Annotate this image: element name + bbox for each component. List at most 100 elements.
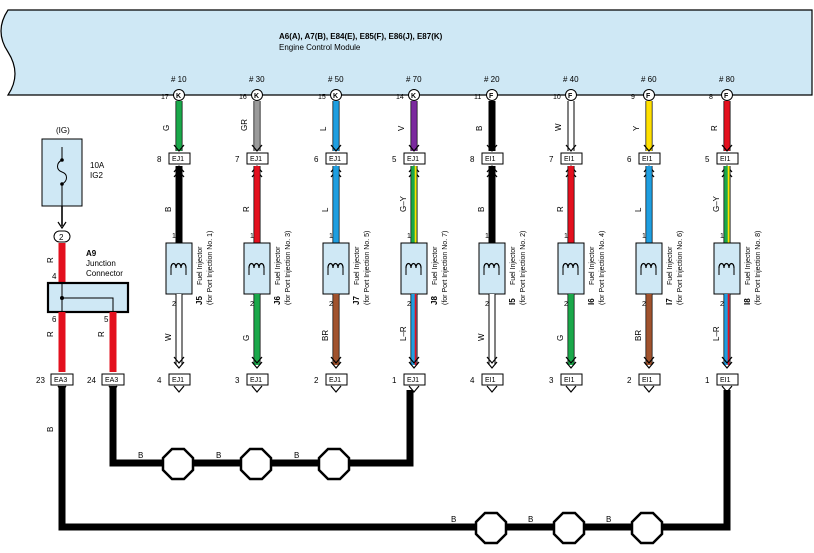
ea3-connector-label: EA3 — [105, 377, 118, 384]
injector-id: I8 — [743, 298, 752, 305]
harness-connector-label: EJ1 — [329, 156, 341, 163]
fuse-amp-label: 10A — [90, 161, 105, 170]
chevron-down-icon — [486, 356, 498, 364]
injector-id: I5 — [508, 298, 517, 305]
chevron-down-icon — [173, 356, 185, 364]
ea3-connector-box — [101, 373, 125, 386]
injector-return-wire-color: L–R — [712, 326, 721, 341]
ecm-pin-number: 15 — [318, 94, 326, 101]
injector-pin-number: 2 — [485, 301, 489, 308]
injector-description: (for Port Injection No. 4) — [599, 231, 606, 305]
chevron-down-icon — [643, 385, 655, 393]
harness-connector-label: EJ1 — [407, 377, 419, 384]
injector-pin-number: 1 — [485, 233, 489, 240]
connector-pin-number: 6 — [627, 155, 632, 164]
harness-connector-box — [246, 152, 269, 165]
connector-pin-number: 5 — [392, 155, 397, 164]
ecm-pin-number: 11 — [474, 94, 481, 101]
injector-return-wire-color: BR — [634, 330, 643, 341]
junction-pin4-number: 4 — [52, 272, 57, 281]
harness-connector-label: EI1 — [564, 156, 575, 163]
fuel-injector-body — [243, 242, 271, 295]
junction-id: A9 — [86, 249, 97, 258]
harness-connector-box — [403, 152, 426, 165]
injector-supply-wire-color: L — [321, 207, 330, 212]
junction-bus-node-icon — [60, 296, 64, 300]
injector-id: I7 — [665, 298, 674, 305]
injector-name: Fuel Injector — [197, 246, 204, 285]
injector-supply-wire-color: G–Y — [399, 195, 408, 212]
ecm-pin-number: 16 — [239, 94, 247, 101]
injector-supply-wire-color: R — [556, 206, 565, 212]
injector-supply-wire-color: G–Y — [712, 195, 721, 212]
ea3-connector-box — [50, 373, 74, 386]
injector-circuit-code: # 10 — [171, 75, 187, 84]
harness-connector-box — [403, 373, 426, 386]
injector-coil-icon — [170, 262, 187, 269]
injector-circuit-code: # 70 — [406, 75, 422, 84]
connector-pin-number: 4 — [157, 376, 162, 385]
chevron-down-icon — [643, 144, 655, 152]
ecm-connector-circle-icon — [486, 89, 498, 101]
injector-name: Fuel Injector — [354, 246, 361, 285]
ecm-pin-number: 9 — [631, 94, 635, 101]
ground-wire-color: B — [451, 515, 456, 524]
chevron-down-icon — [251, 356, 263, 364]
connector-pin-number: 3 — [235, 376, 240, 385]
fuse-ig-label: (IG) — [56, 126, 70, 135]
ecm-output-wire-color: L — [319, 126, 328, 131]
junction-input-pin-box — [53, 230, 71, 243]
chevron-down-icon — [721, 385, 733, 393]
connector-pin-number: 4 — [470, 376, 475, 385]
fuel-injector-body — [165, 242, 193, 295]
fuel-injector-body — [478, 242, 506, 295]
harness-connector-box — [481, 152, 504, 165]
connector-pin-number: 2 — [627, 376, 632, 385]
chevron-down-icon — [173, 385, 185, 393]
fuel-injector-body — [557, 242, 585, 295]
harness-connector-label: EJ1 — [250, 377, 262, 384]
injector-id: J6 — [273, 296, 282, 305]
junction-input-wire-color: R — [46, 257, 55, 263]
injector-supply-wire-color: L — [634, 207, 643, 212]
injector-coil-icon — [718, 262, 735, 269]
connector-pin-number: 1 — [705, 376, 710, 385]
harness-connector-box — [325, 152, 348, 165]
ground-wire-color: B — [606, 515, 611, 524]
ground-wire-lower — [58, 386, 731, 531]
chevron-down-icon — [57, 221, 67, 230]
ecm-connector-circle-icon — [565, 89, 577, 101]
injector-name: Fuel Injector — [275, 246, 282, 285]
harness-connector-box — [560, 373, 583, 386]
ecm-connector-letter: F — [568, 93, 573, 100]
ea3-pin-number: 24 — [87, 376, 96, 385]
junction-input-pin-number: 2 — [59, 233, 64, 242]
chevron-down-icon — [721, 361, 733, 369]
connector-pin-number: 2 — [314, 376, 319, 385]
chevron-down-icon — [408, 144, 420, 152]
injector-pin-number: 2 — [720, 301, 724, 308]
injector-name: Fuel Injector — [745, 246, 752, 285]
injector-pin-number: 2 — [407, 301, 411, 308]
injector-coil-icon — [483, 262, 500, 269]
injector-name: Fuel Injector — [667, 246, 674, 285]
ea3-connector-label: EA3 — [54, 377, 67, 384]
injector-pin-number: 1 — [407, 233, 411, 240]
injector-coil-icon — [562, 262, 579, 269]
ecm-connector-letter: F — [646, 93, 651, 100]
harness-connector-label: EI1 — [564, 377, 575, 384]
injector-pin-number: 1 — [564, 233, 568, 240]
injector-circuit-code: # 30 — [249, 75, 265, 84]
chevron-down-icon — [565, 361, 577, 369]
injector-circuit-code: # 50 — [328, 75, 344, 84]
fuel-injector-body — [713, 242, 741, 295]
splice-node-icon — [239, 447, 273, 481]
ecm-subtitle: Engine Control Module — [279, 43, 361, 52]
chevron-down-icon — [408, 356, 420, 364]
connector-pin-number: 8 — [157, 155, 162, 164]
injector-pin-number: 1 — [172, 233, 176, 240]
injector-name: Fuel Injector — [432, 246, 439, 285]
connector-pin-number: 8 — [470, 155, 475, 164]
